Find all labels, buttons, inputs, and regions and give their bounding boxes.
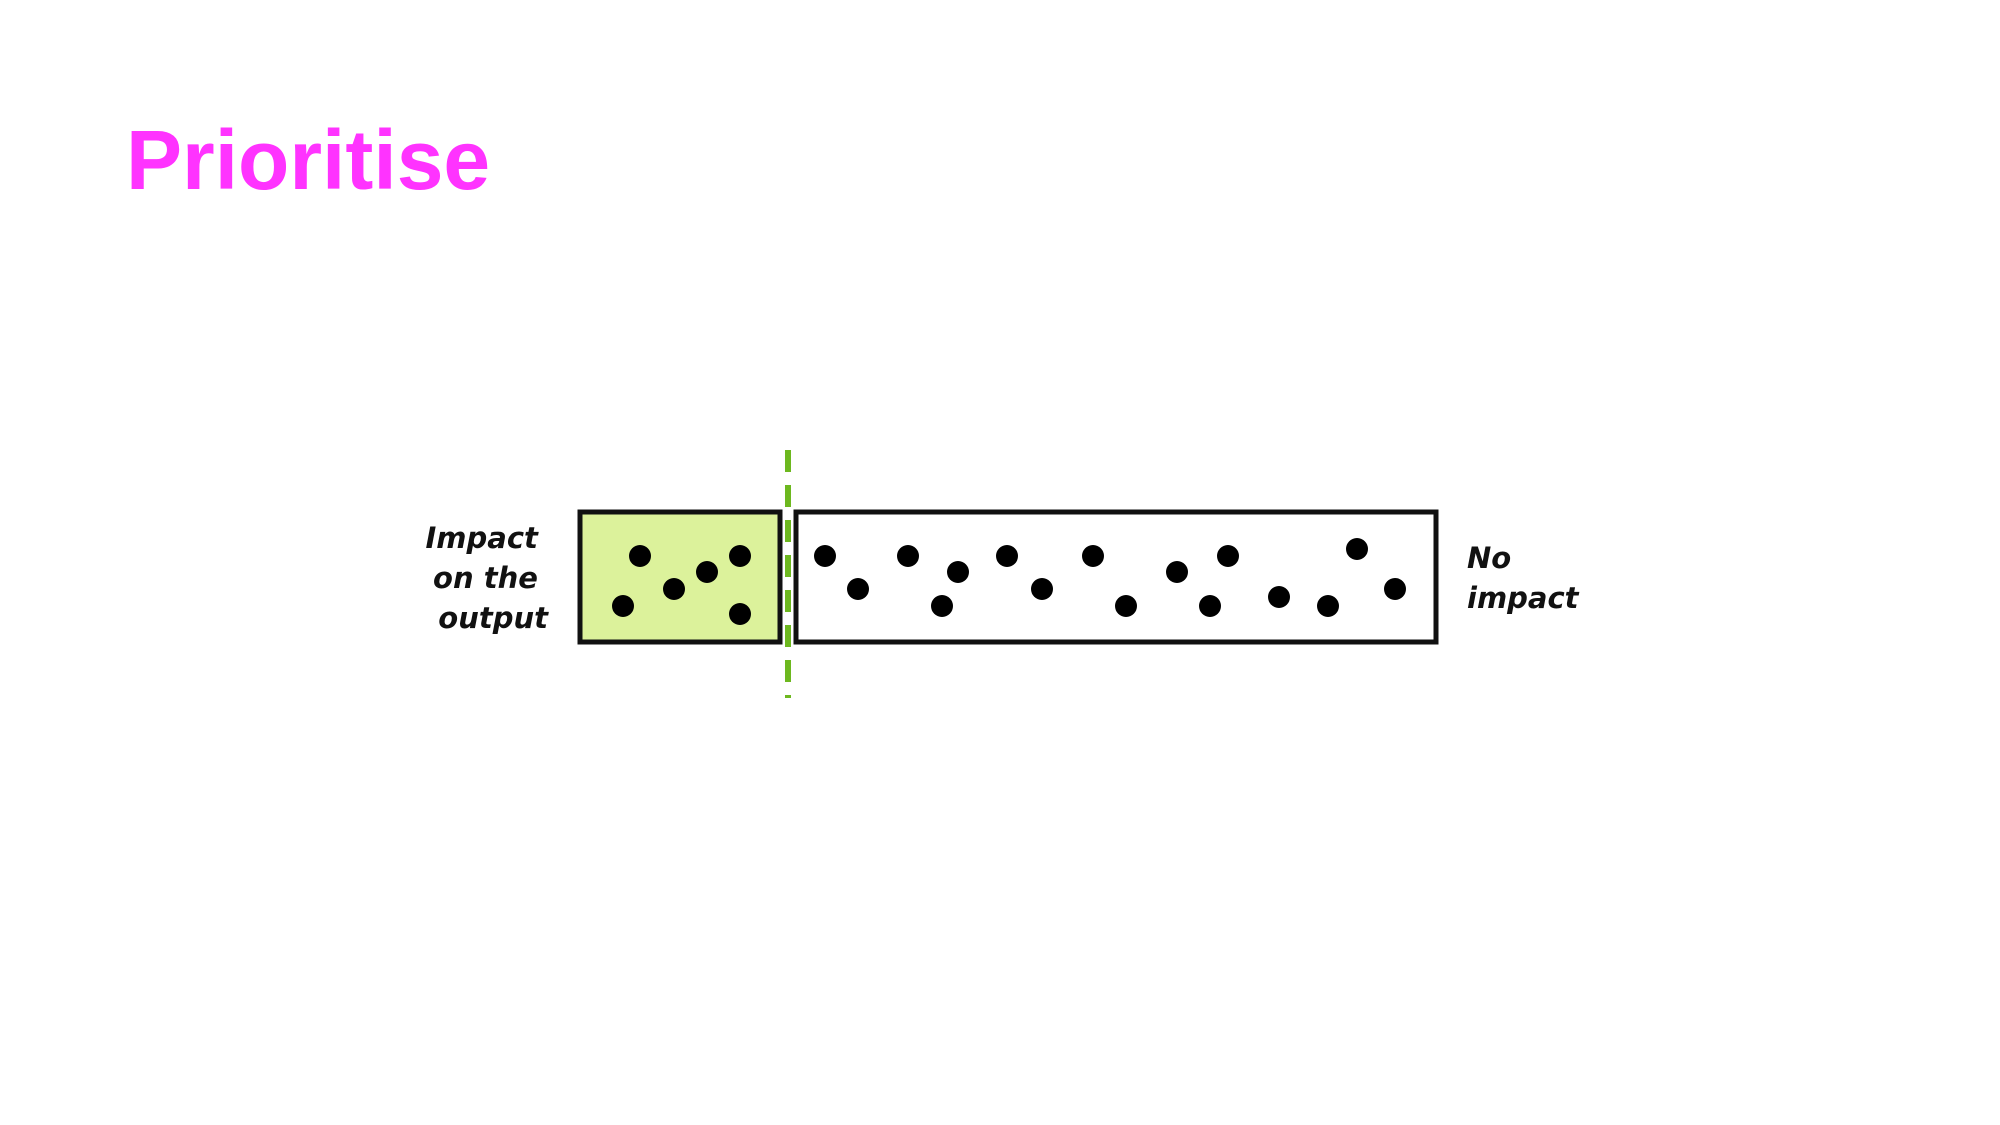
impact-label-line: output [438,601,549,635]
no-impact-dot [1082,545,1104,567]
no-impact-label: No impact [1467,541,1580,615]
no-impact-dot [1166,561,1188,583]
impact-dot [629,545,651,567]
no-impact-dot [1384,578,1406,600]
no-impact-dot [947,561,969,583]
no-impact-dot [847,578,869,600]
no-impact-dot [1268,586,1290,608]
impact-dots [612,545,751,625]
impact-label: Impact on the output [426,521,550,635]
impact-dot [696,561,718,583]
no-impact-dot [1115,595,1137,617]
no-impact-region [793,509,1439,645]
no-impact-dot [996,545,1018,567]
no-impact-label-line: No [1467,541,1511,575]
impact-dot [612,595,634,617]
no-impact-dot [897,545,919,567]
slide-title: Prioritise [126,113,491,207]
impact-dot [729,545,751,567]
impact-region [577,509,783,645]
no-impact-dot [1346,538,1368,560]
no-impact-dots [814,538,1406,617]
no-impact-dot [1317,595,1339,617]
impact-dot [663,578,685,600]
no-impact-dot [814,545,836,567]
no-impact-dot [1217,545,1239,567]
impact-dot [729,603,751,625]
no-impact-dot [1031,578,1053,600]
no-impact-dot [1199,595,1221,617]
impact-label-line: Impact [426,521,540,555]
no-impact-dot [931,595,953,617]
no-impact-label-line: impact [1467,581,1580,615]
impact-label-line: on the [433,561,538,595]
